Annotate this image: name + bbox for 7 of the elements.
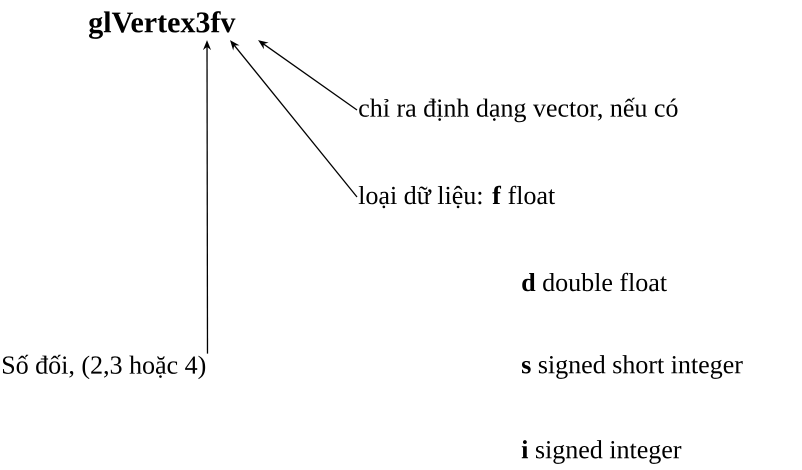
- annotation-text: loại dữ liệu: f float: [358, 186, 556, 208]
- annotation-text: chỉ ra định dạng vector, nếu có: [359, 98, 678, 122]
- annotation-text: Số đối, (2,3 hoặc 4): [2, 354, 206, 380]
- type-code-text: i signed integer: [522, 440, 682, 464]
- type-code-text: d double float: [522, 272, 667, 292]
- function-name: glVertex3fv: [89, 11, 236, 39]
- type-code-text: s signed short integer: [522, 355, 743, 379]
